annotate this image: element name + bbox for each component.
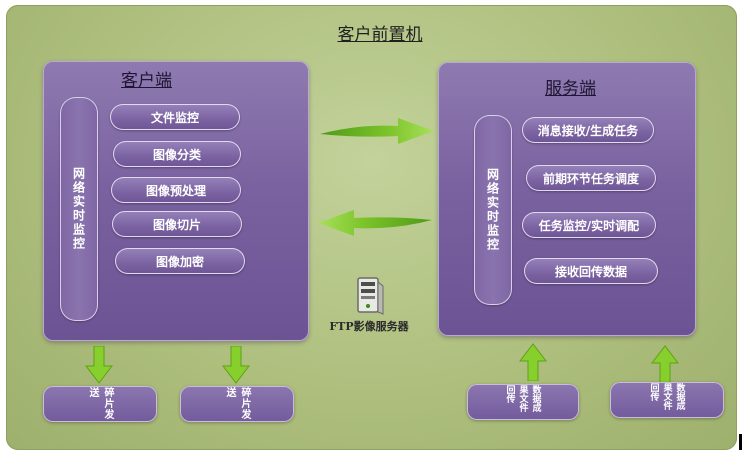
right-arrow-icon xyxy=(320,118,434,144)
text-cursor xyxy=(739,434,742,450)
result-return-box: 数据成果文件回传 xyxy=(610,382,724,418)
client-item-image-preprocess: 图像预处理 xyxy=(111,177,241,203)
server-item-message-receive: 消息接收/生成任务 xyxy=(522,117,654,143)
result-return-label: 数据成果文件回传 xyxy=(648,383,685,410)
down-arrow-icon xyxy=(85,346,113,384)
left-arrow-icon xyxy=(318,210,432,236)
down-arrow-icon xyxy=(222,346,250,384)
client-item-image-classify: 图像分类 xyxy=(113,141,241,167)
fragment-send-box: 碎片发送 xyxy=(180,386,294,422)
client-item-file-monitor: 文件监控 xyxy=(110,104,240,130)
server-icon xyxy=(357,277,384,315)
server-item-task-monitor: 任务监控/实时调配 xyxy=(522,212,656,238)
fragment-send-label: 碎片发送 xyxy=(87,387,113,420)
ftp-server-label: FTP影像服务器 xyxy=(329,320,409,333)
server-item-receive-return: 接收回传数据 xyxy=(524,258,658,284)
up-arrow-icon xyxy=(651,345,679,383)
client-item-image-encrypt: 图像加密 xyxy=(115,248,245,274)
server-item-task-schedule: 前期环节任务调度 xyxy=(526,165,656,191)
client-network-monitor-label: 网络实时监控 xyxy=(71,167,86,251)
fragment-send-box: 碎片发送 xyxy=(43,386,157,422)
client-item-image-slice: 图像切片 xyxy=(112,211,242,237)
client-panel-title: 客户端 xyxy=(121,71,172,91)
server-network-monitor: 网络实时监控 xyxy=(474,115,512,305)
up-arrow-icon xyxy=(519,343,547,381)
ftp-server: FTP影像服务器 xyxy=(324,274,414,334)
diagram-title: 客户前置机 xyxy=(337,25,423,45)
fragment-send-label: 碎片发送 xyxy=(224,387,250,420)
result-return-label: 数据成果文件回传 xyxy=(504,385,541,412)
result-return-box: 数据成果文件回传 xyxy=(467,384,579,420)
server-panel-title: 服务端 xyxy=(545,79,596,99)
client-network-monitor: 网络实时监控 xyxy=(60,97,98,321)
server-network-monitor-label: 网络实时监控 xyxy=(485,168,500,252)
